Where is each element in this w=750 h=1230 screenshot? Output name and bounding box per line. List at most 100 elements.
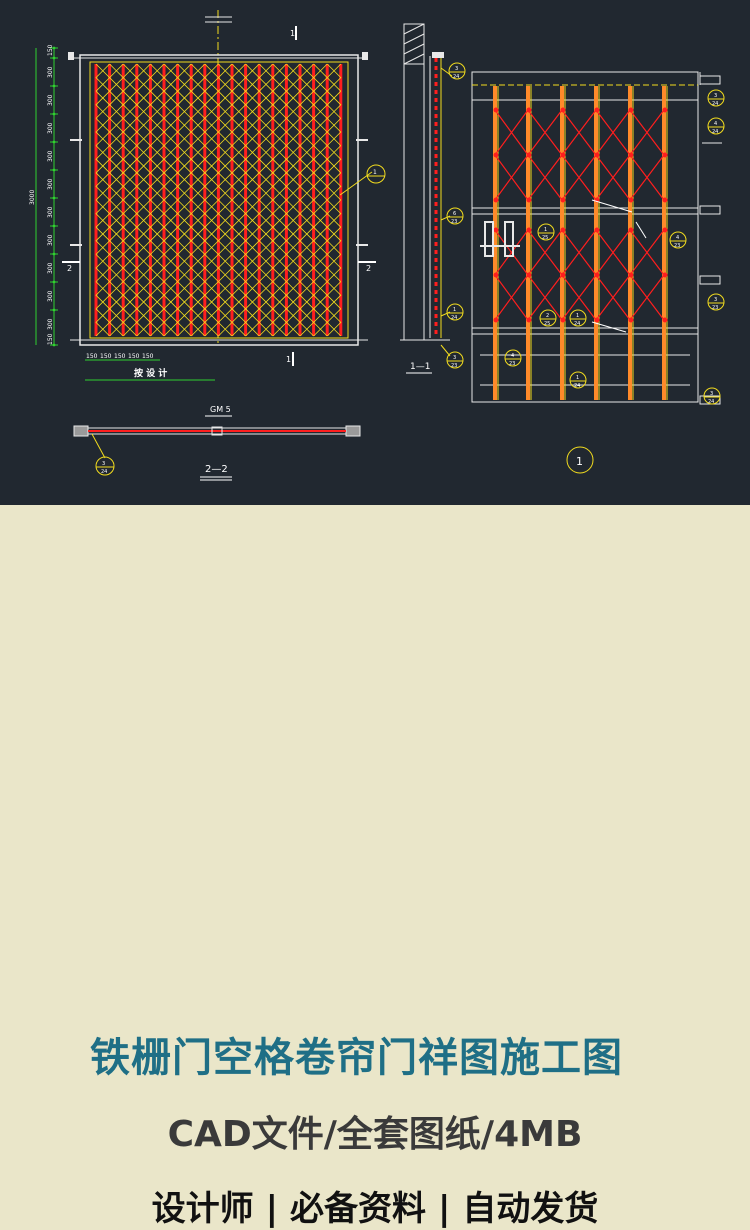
dim-label: 300	[47, 206, 54, 218]
wall-right	[345, 425, 361, 437]
dim-label: 300	[47, 234, 54, 246]
rivet	[662, 152, 668, 158]
bottom-dim: 150	[100, 353, 112, 360]
rivet	[526, 272, 532, 278]
rivet	[560, 152, 566, 158]
lattice-segment	[163, 63, 179, 337]
lattice-segment	[285, 63, 301, 337]
rivet	[594, 272, 600, 278]
callout-bottom: 24	[712, 101, 718, 107]
callout-circle	[448, 62, 466, 80]
callout-bottom: 24	[712, 129, 718, 135]
rivet	[560, 317, 566, 323]
banner-tags: 设计师 | 必备资料 | 自动发货	[0, 1181, 750, 1230]
dim-label: 300	[47, 122, 54, 134]
callout-circle	[366, 164, 386, 184]
tag-separator: |	[265, 1189, 278, 1229]
dimension-labels: 300 300 300 300 300 300 300 300 300 300 …	[29, 44, 54, 345]
callout-bottom: 24	[708, 399, 714, 405]
hinge-bracket	[699, 75, 721, 85]
lattice-segment	[122, 63, 138, 337]
dim-label: 300	[47, 178, 54, 190]
rivet	[628, 317, 634, 323]
lattice-segment	[177, 63, 192, 337]
callout-top: 1	[576, 313, 579, 319]
callout-bottom: 23	[451, 363, 457, 369]
banner-title: 铁栅门空格卷帘门祥图施工图	[90, 1035, 623, 1081]
callout-top: 3	[455, 66, 458, 72]
dim-label: 300	[47, 66, 54, 78]
callout-bottom: 24	[574, 321, 580, 327]
rivet	[526, 227, 532, 233]
plan-lock	[211, 426, 223, 436]
dim-dot	[52, 168, 56, 172]
rivet	[493, 107, 499, 113]
banner-subtitle: CAD文件/全套图纸/4MB	[167, 1114, 583, 1155]
rivet	[560, 227, 566, 233]
callout-top: 3	[453, 355, 456, 361]
elevation-callout: 1	[373, 169, 377, 176]
lattice-segment	[299, 63, 315, 337]
rivet	[594, 152, 600, 158]
hatch-line	[403, 23, 425, 35]
callout-circle	[537, 223, 555, 241]
rivet	[628, 227, 634, 233]
callout-circle	[504, 349, 522, 367]
detail-main-callout-label: 1	[576, 455, 583, 468]
lattice-segment	[190, 63, 206, 337]
tag-auto-ship: 自动发货	[462, 1189, 599, 1229]
callout-bottom: 23	[674, 243, 680, 249]
callout-circle	[569, 371, 587, 389]
callout-circle	[569, 309, 587, 327]
callout-circle	[95, 456, 115, 476]
dim-dot	[52, 280, 56, 284]
rivet	[560, 272, 566, 278]
rivet	[493, 152, 499, 158]
callout-circle	[446, 303, 464, 321]
callout-bottom: 25	[544, 321, 550, 327]
callout-bottom: 24	[453, 74, 459, 80]
callout-top: 2	[546, 313, 549, 319]
section-label: 1—1	[410, 362, 430, 372]
cad-drawing: 1 1 2 2 1 300 300	[29, 10, 725, 481]
callout-top: 6	[453, 211, 456, 217]
lattice-pattern	[95, 63, 342, 337]
leader-line	[91, 433, 106, 459]
rivet	[594, 107, 600, 113]
lattice-segment	[149, 63, 165, 337]
plan-callout-top: 3	[102, 461, 105, 467]
dim-dot	[52, 112, 56, 116]
lattice-segment	[258, 63, 274, 337]
callout-bottom: 23	[451, 219, 457, 225]
tag-designer: 设计师	[151, 1189, 254, 1229]
lattice-segment	[204, 63, 219, 337]
lattice-segment	[231, 63, 247, 337]
dim-label-end: 150	[47, 44, 54, 56]
callout-bottom: 23	[712, 305, 718, 311]
dimension-ticks	[50, 46, 58, 347]
rivet	[493, 227, 499, 233]
callout-circle	[707, 293, 725, 311]
rivet	[662, 227, 668, 233]
door-frame	[79, 54, 359, 346]
callout-circle	[707, 117, 725, 135]
frame-corner	[68, 52, 74, 60]
callout-top: 1	[453, 307, 456, 313]
rivet	[493, 272, 499, 278]
dim-dot	[52, 343, 56, 347]
rivet	[526, 152, 532, 158]
plan-label: 2—2	[205, 464, 228, 475]
detail-main-callout	[566, 446, 594, 474]
tag-separator: |	[438, 1189, 451, 1229]
plan-callout-bottom: 24	[101, 469, 107, 475]
rivet	[628, 272, 634, 278]
bottom-dim: 150	[128, 353, 140, 360]
section-marker-top: 1	[290, 29, 295, 38]
hatch-line	[403, 53, 425, 65]
callout-top: 1	[544, 227, 547, 233]
tag-essential: 必备资料	[290, 1189, 426, 1229]
detail-frame	[471, 71, 699, 403]
hinge-bracket	[699, 205, 721, 215]
dim-label: 300	[47, 318, 54, 330]
